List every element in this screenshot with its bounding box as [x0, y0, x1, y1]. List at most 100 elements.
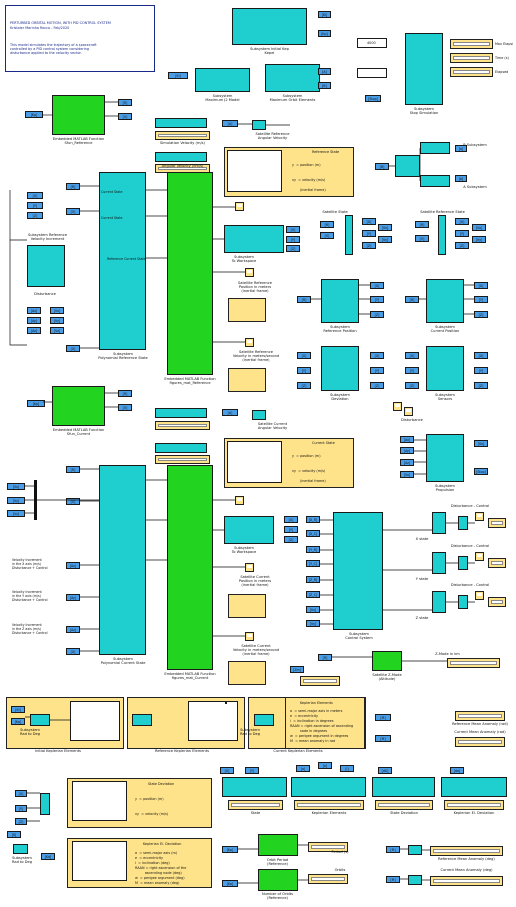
tag-ref-ws-1[interactable]: [X]	[286, 226, 300, 233]
tag-top-c[interactable]: [B]	[318, 82, 331, 89]
tag-b-3[interactable]: [b]	[455, 175, 467, 182]
tag-ref-in[interactable]: [Kp]	[25, 111, 43, 118]
tag-cur-mid[interactable]: [A]	[222, 409, 238, 416]
tag-sg-2[interactable]: [Y]	[245, 767, 259, 774]
tag-b-2[interactable]: [a]	[455, 145, 467, 152]
sd-mux[interactable]	[40, 793, 50, 815]
tag-ref-ws-2[interactable]: [Y]	[286, 236, 300, 243]
tag-sg-1[interactable]: [X]	[220, 767, 234, 774]
ctrl-y-block-2[interactable]	[458, 556, 468, 570]
tag-sd-3[interactable]: [Z]	[15, 818, 27, 825]
tag-dev-1[interactable]: [X]	[370, 352, 384, 359]
tag-prop-out-1[interactable]: [Vx]	[474, 440, 488, 447]
tag-dev-in-2[interactable]: [Y]	[297, 367, 311, 374]
tag-rp-3[interactable]: [Z]	[370, 311, 384, 318]
scope-group-kep[interactable]	[291, 777, 366, 797]
tag-rs-2[interactable]: [V]	[415, 235, 429, 242]
cur-small-cyan-1[interactable]	[155, 408, 207, 418]
b-subsystem[interactable]	[420, 142, 450, 154]
const-input[interactable]: 4000	[357, 38, 387, 48]
tag-prop-1[interactable]: [Ax]	[400, 436, 414, 443]
ref-small-cyan-2[interactable]	[155, 152, 207, 162]
tag-sen-in-1[interactable]: [X]	[405, 352, 419, 359]
tag-cs-2[interactable]: [X_C]	[306, 530, 320, 537]
tag-cur-left-4[interactable]: [R]	[66, 466, 80, 473]
tag-cs-8[interactable]: [Vy]	[306, 620, 320, 627]
tag-top-a[interactable]: [Ki]	[168, 72, 188, 79]
stop-subsystem[interactable]	[405, 33, 443, 105]
tag-dev-in-3[interactable]: [Z]	[297, 382, 311, 389]
scope-group-state[interactable]	[222, 777, 287, 797]
tag-initial-1[interactable]: [Ki]	[318, 11, 331, 18]
tag-cur-ws-3[interactable]: [Z]	[284, 536, 298, 543]
tag-rp-in[interactable]: [R]	[297, 296, 311, 303]
tag-rs-6[interactable]: [Vx]	[472, 224, 486, 231]
tag-mdeg-1[interactable]: [M]	[386, 846, 400, 853]
tag-cs-1[interactable]: [X_R]	[306, 516, 320, 523]
tag-cur-left-3[interactable]: [Vz]	[7, 510, 25, 517]
tag-cur-bottom[interactable]: [X]	[66, 648, 80, 655]
tag-sen-in-3[interactable]: [Z]	[405, 382, 419, 389]
tag-period-in[interactable]: [Kp]	[222, 846, 238, 853]
tag-ref-ws-3[interactable]: [Z]	[286, 245, 300, 252]
tag-prop-2[interactable]: [Ay]	[400, 447, 414, 454]
tag-cur-left-5[interactable]: [V]	[66, 498, 80, 505]
tag-sg-6[interactable]: [dX]	[378, 767, 392, 774]
ctrl-x-block-2[interactable]	[458, 516, 468, 530]
tag-ss-3[interactable]: [X]	[362, 218, 376, 225]
tag-sd-1[interactable]: [X]	[15, 790, 27, 797]
tag-cp-1[interactable]: [X]	[474, 282, 488, 289]
tag-cs-5[interactable]: [Z_R]	[306, 576, 320, 583]
ref-position-subsystem[interactable]	[321, 279, 359, 323]
tag-ref-dist-1[interactable]: [Ax]	[27, 307, 41, 314]
tag-zmode-1[interactable]: [R]	[318, 654, 332, 661]
tag-sg-3[interactable]: [a]	[296, 765, 310, 772]
max-limit-subsystem[interactable]	[195, 68, 250, 92]
kep-reference-rad2deg[interactable]	[132, 714, 152, 726]
tag-prop-out-2[interactable]: [Stop]	[474, 468, 488, 475]
tag-ref-out-2[interactable]: [V]	[118, 113, 132, 120]
kep-current-rad2deg[interactable]	[254, 714, 274, 726]
tag-b-1[interactable]: [B]	[375, 163, 389, 170]
tag-ss-6[interactable]: [Vx]	[378, 224, 392, 231]
sensors-subsystem[interactable]	[426, 346, 464, 391]
tag-ss-1[interactable]: [R]	[320, 221, 334, 228]
ref-state-demux[interactable]	[438, 215, 446, 255]
tag-dev-in-1[interactable]: [X]	[297, 352, 311, 359]
tag-sen-2[interactable]: [Y]	[474, 367, 488, 374]
tag-mean-2[interactable]: [M]	[375, 735, 391, 742]
ctrl-y-block[interactable]	[432, 552, 446, 574]
ref-velocity-subsystem[interactable]	[27, 245, 65, 287]
tag-ref-dist-5[interactable]: [Vy]	[50, 317, 64, 324]
cur-figures-block[interactable]	[167, 465, 213, 670]
scope-group-kepdev[interactable]	[441, 777, 507, 797]
tag-dev-2[interactable]: [Y]	[370, 367, 384, 374]
tag-ss-4[interactable]: [Y]	[362, 230, 376, 237]
tag-ref-left-2[interactable]: [Y]	[27, 202, 43, 209]
tag-cur-ws-1[interactable]: [X]	[284, 516, 298, 523]
orbit-period-block[interactable]	[258, 834, 298, 856]
cur-to-workspace[interactable]	[224, 516, 274, 544]
mdeg-gain-1[interactable]	[408, 845, 422, 855]
ref-angular-gain[interactable]	[252, 120, 266, 130]
tag-sg-7[interactable]: [da]	[450, 767, 464, 774]
tag-ref-mid[interactable]: [A]	[222, 120, 238, 127]
tag-cur-in-c[interactable]: [Az]	[66, 626, 80, 633]
number-orbits-block[interactable]	[258, 869, 298, 891]
tag-cur-in-a[interactable]: [Ax]	[66, 562, 80, 569]
tag-ss-7[interactable]: [Vy]	[378, 236, 392, 243]
a-subsystem[interactable]	[420, 175, 450, 187]
tag-ref-left-5[interactable]: [V]	[66, 208, 80, 215]
tag-cur-in[interactable]: [Kp]	[27, 400, 45, 407]
cur-position-subsystem[interactable]	[426, 279, 464, 323]
tag-kd-2[interactable]: [Kd]	[41, 853, 55, 860]
tag-dev-3[interactable]: [Z]	[370, 382, 384, 389]
sfun-reference-block[interactable]	[52, 95, 105, 135]
tag-sen-in-2[interactable]: [Y]	[405, 367, 419, 374]
tag-rs-1[interactable]: [R]	[415, 221, 429, 228]
kd-rad2deg[interactable]	[13, 844, 28, 854]
tag-cs-7[interactable]: [Vx]	[306, 606, 320, 613]
ref-figures-block[interactable]	[167, 172, 213, 375]
ctrl-x-block[interactable]	[432, 512, 446, 534]
tag-ref-dist-4[interactable]: [Vx]	[50, 307, 64, 314]
